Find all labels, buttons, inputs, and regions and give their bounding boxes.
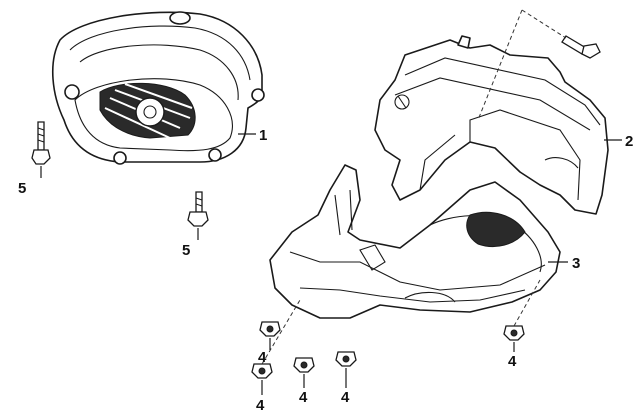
callout-bolt-4-a: 4 [258,349,267,366]
callout-bolt-5-left: 5 [18,180,26,197]
fan-cover-part [51,11,265,165]
callout-bolt-4-b: 4 [256,397,265,414]
bolt-top-right [477,9,601,121]
lower-shroud-part [269,164,561,319]
bolt-5-left [31,121,51,178]
callout-part-1: 1 [259,127,267,144]
upper-shroud-part [374,35,609,215]
callout-part-3: 3 [572,255,580,272]
callout-bolt-4-c: 4 [299,389,308,406]
callout-bolt-4-e: 4 [508,353,517,370]
callout-bolt-5-middle: 5 [182,242,190,259]
bolt-4-set [251,279,541,395]
bolt-5-middle [187,191,209,240]
callout-bolt-4-d: 4 [341,389,350,406]
callout-part-2: 2 [625,133,633,150]
